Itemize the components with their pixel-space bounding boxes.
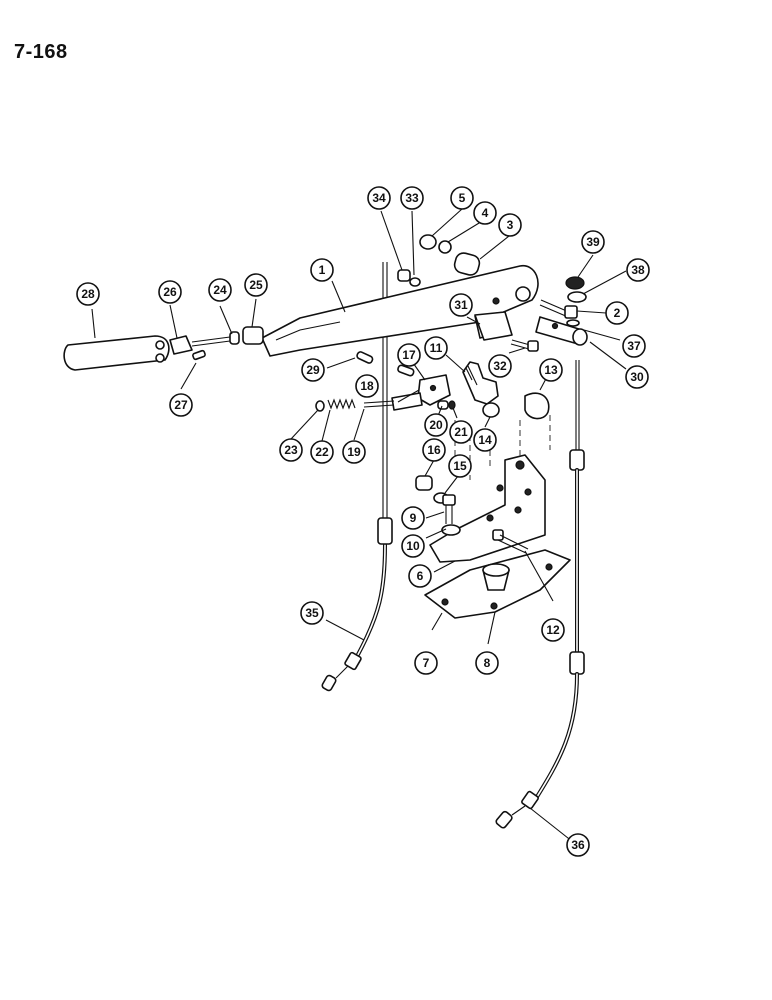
svg-text:39: 39: [586, 235, 600, 249]
callout-11: 11: [424, 336, 448, 360]
callout-37: 37: [622, 334, 646, 358]
callout-7: 7: [414, 651, 438, 675]
svg-text:17: 17: [402, 348, 416, 362]
callout-28: 28: [76, 282, 100, 306]
callout-3: 3: [498, 213, 522, 237]
callout-20: 20: [424, 413, 448, 437]
pin-29: [356, 351, 374, 364]
callout-14: 14: [473, 428, 497, 452]
callout-34: 34: [367, 186, 391, 210]
svg-text:32: 32: [493, 359, 507, 373]
svg-text:13: 13: [544, 363, 558, 377]
callout-23: 23: [279, 438, 303, 462]
callout-30: 30: [625, 365, 649, 389]
svg-text:6: 6: [417, 569, 424, 583]
callout-5: 5: [450, 186, 474, 210]
callout-9: 9: [401, 506, 425, 530]
callout-33: 33: [400, 186, 424, 210]
callout-35: 35: [300, 601, 324, 625]
callout-36: 36: [566, 833, 590, 857]
clevis-parts: [169, 326, 264, 361]
svg-text:33: 33: [405, 191, 419, 205]
bolt-12: [492, 529, 529, 554]
callout-17: 17: [397, 343, 421, 367]
svg-text:35: 35: [305, 606, 319, 620]
callout-22: 22: [310, 440, 334, 464]
bracket-31: [474, 311, 513, 341]
svg-text:27: 27: [174, 398, 188, 412]
callout-8: 8: [475, 651, 499, 675]
svg-text:34: 34: [372, 191, 386, 205]
svg-text:36: 36: [571, 838, 585, 852]
svg-text:23: 23: [284, 443, 298, 457]
pawl-rod-assembly: [315, 364, 456, 412]
svg-text:37: 37: [627, 339, 641, 353]
svg-text:22: 22: [315, 445, 329, 459]
svg-text:5: 5: [459, 191, 466, 205]
callout-10: 10: [401, 534, 425, 558]
cable-36: [495, 360, 585, 829]
callout-31: 31: [449, 293, 473, 317]
callout-2: 2: [605, 301, 629, 325]
callout-29: 29: [301, 358, 325, 382]
leader-lines: [91, 208, 627, 843]
svg-text:2: 2: [614, 306, 621, 320]
callout-32: 32: [488, 354, 512, 378]
svg-text:38: 38: [631, 263, 645, 277]
svg-text:24: 24: [213, 283, 227, 297]
svg-text:26: 26: [163, 285, 177, 299]
svg-text:9: 9: [410, 511, 417, 525]
svg-text:20: 20: [429, 418, 443, 432]
callout-25: 25: [244, 273, 268, 297]
callout-6: 6: [408, 564, 432, 588]
svg-text:8: 8: [484, 656, 491, 670]
callout-15: 15: [448, 454, 472, 478]
svg-text:11: 11: [430, 341, 443, 355]
cable-35: [321, 262, 393, 692]
svg-text:30: 30: [630, 370, 644, 384]
svg-text:28: 28: [81, 287, 95, 301]
svg-text:19: 19: [347, 445, 361, 459]
callout-27: 27: [169, 393, 193, 417]
svg-text:29: 29: [306, 363, 320, 377]
svg-text:10: 10: [406, 539, 420, 553]
svg-text:18: 18: [360, 379, 374, 393]
callout-19: 19: [342, 440, 366, 464]
callout-18: 18: [355, 374, 379, 398]
callout-24: 24: [208, 278, 232, 302]
svg-text:12: 12: [546, 623, 560, 637]
callout-16: 16: [422, 438, 446, 462]
callout-26: 26: [158, 280, 182, 304]
handle-grip: [63, 335, 170, 371]
pawl-assembly: [462, 361, 550, 420]
callout-38: 38: [626, 258, 650, 282]
page-number: 7-168: [14, 41, 68, 63]
svg-text:31: 31: [454, 298, 468, 312]
callout-39: 39: [581, 230, 605, 254]
callout-4: 4: [473, 201, 497, 225]
callout-21: 21: [449, 420, 473, 444]
svg-text:3: 3: [507, 218, 514, 232]
callout-13: 13: [539, 358, 563, 382]
svg-text:25: 25: [249, 278, 263, 292]
callout-1: 1: [310, 258, 334, 282]
upper-fasteners: [397, 234, 481, 287]
svg-text:15: 15: [453, 459, 467, 473]
svg-text:14: 14: [478, 433, 492, 447]
svg-text:16: 16: [427, 443, 441, 457]
svg-text:21: 21: [454, 425, 468, 439]
svg-text:1: 1: [319, 263, 326, 277]
svg-text:4: 4: [482, 206, 489, 220]
pivot-assembly: [535, 276, 588, 346]
callout-12: 12: [541, 618, 565, 642]
bracket-fasteners: [415, 475, 461, 536]
bolt-32: [510, 339, 539, 352]
svg-text:7: 7: [423, 656, 430, 670]
